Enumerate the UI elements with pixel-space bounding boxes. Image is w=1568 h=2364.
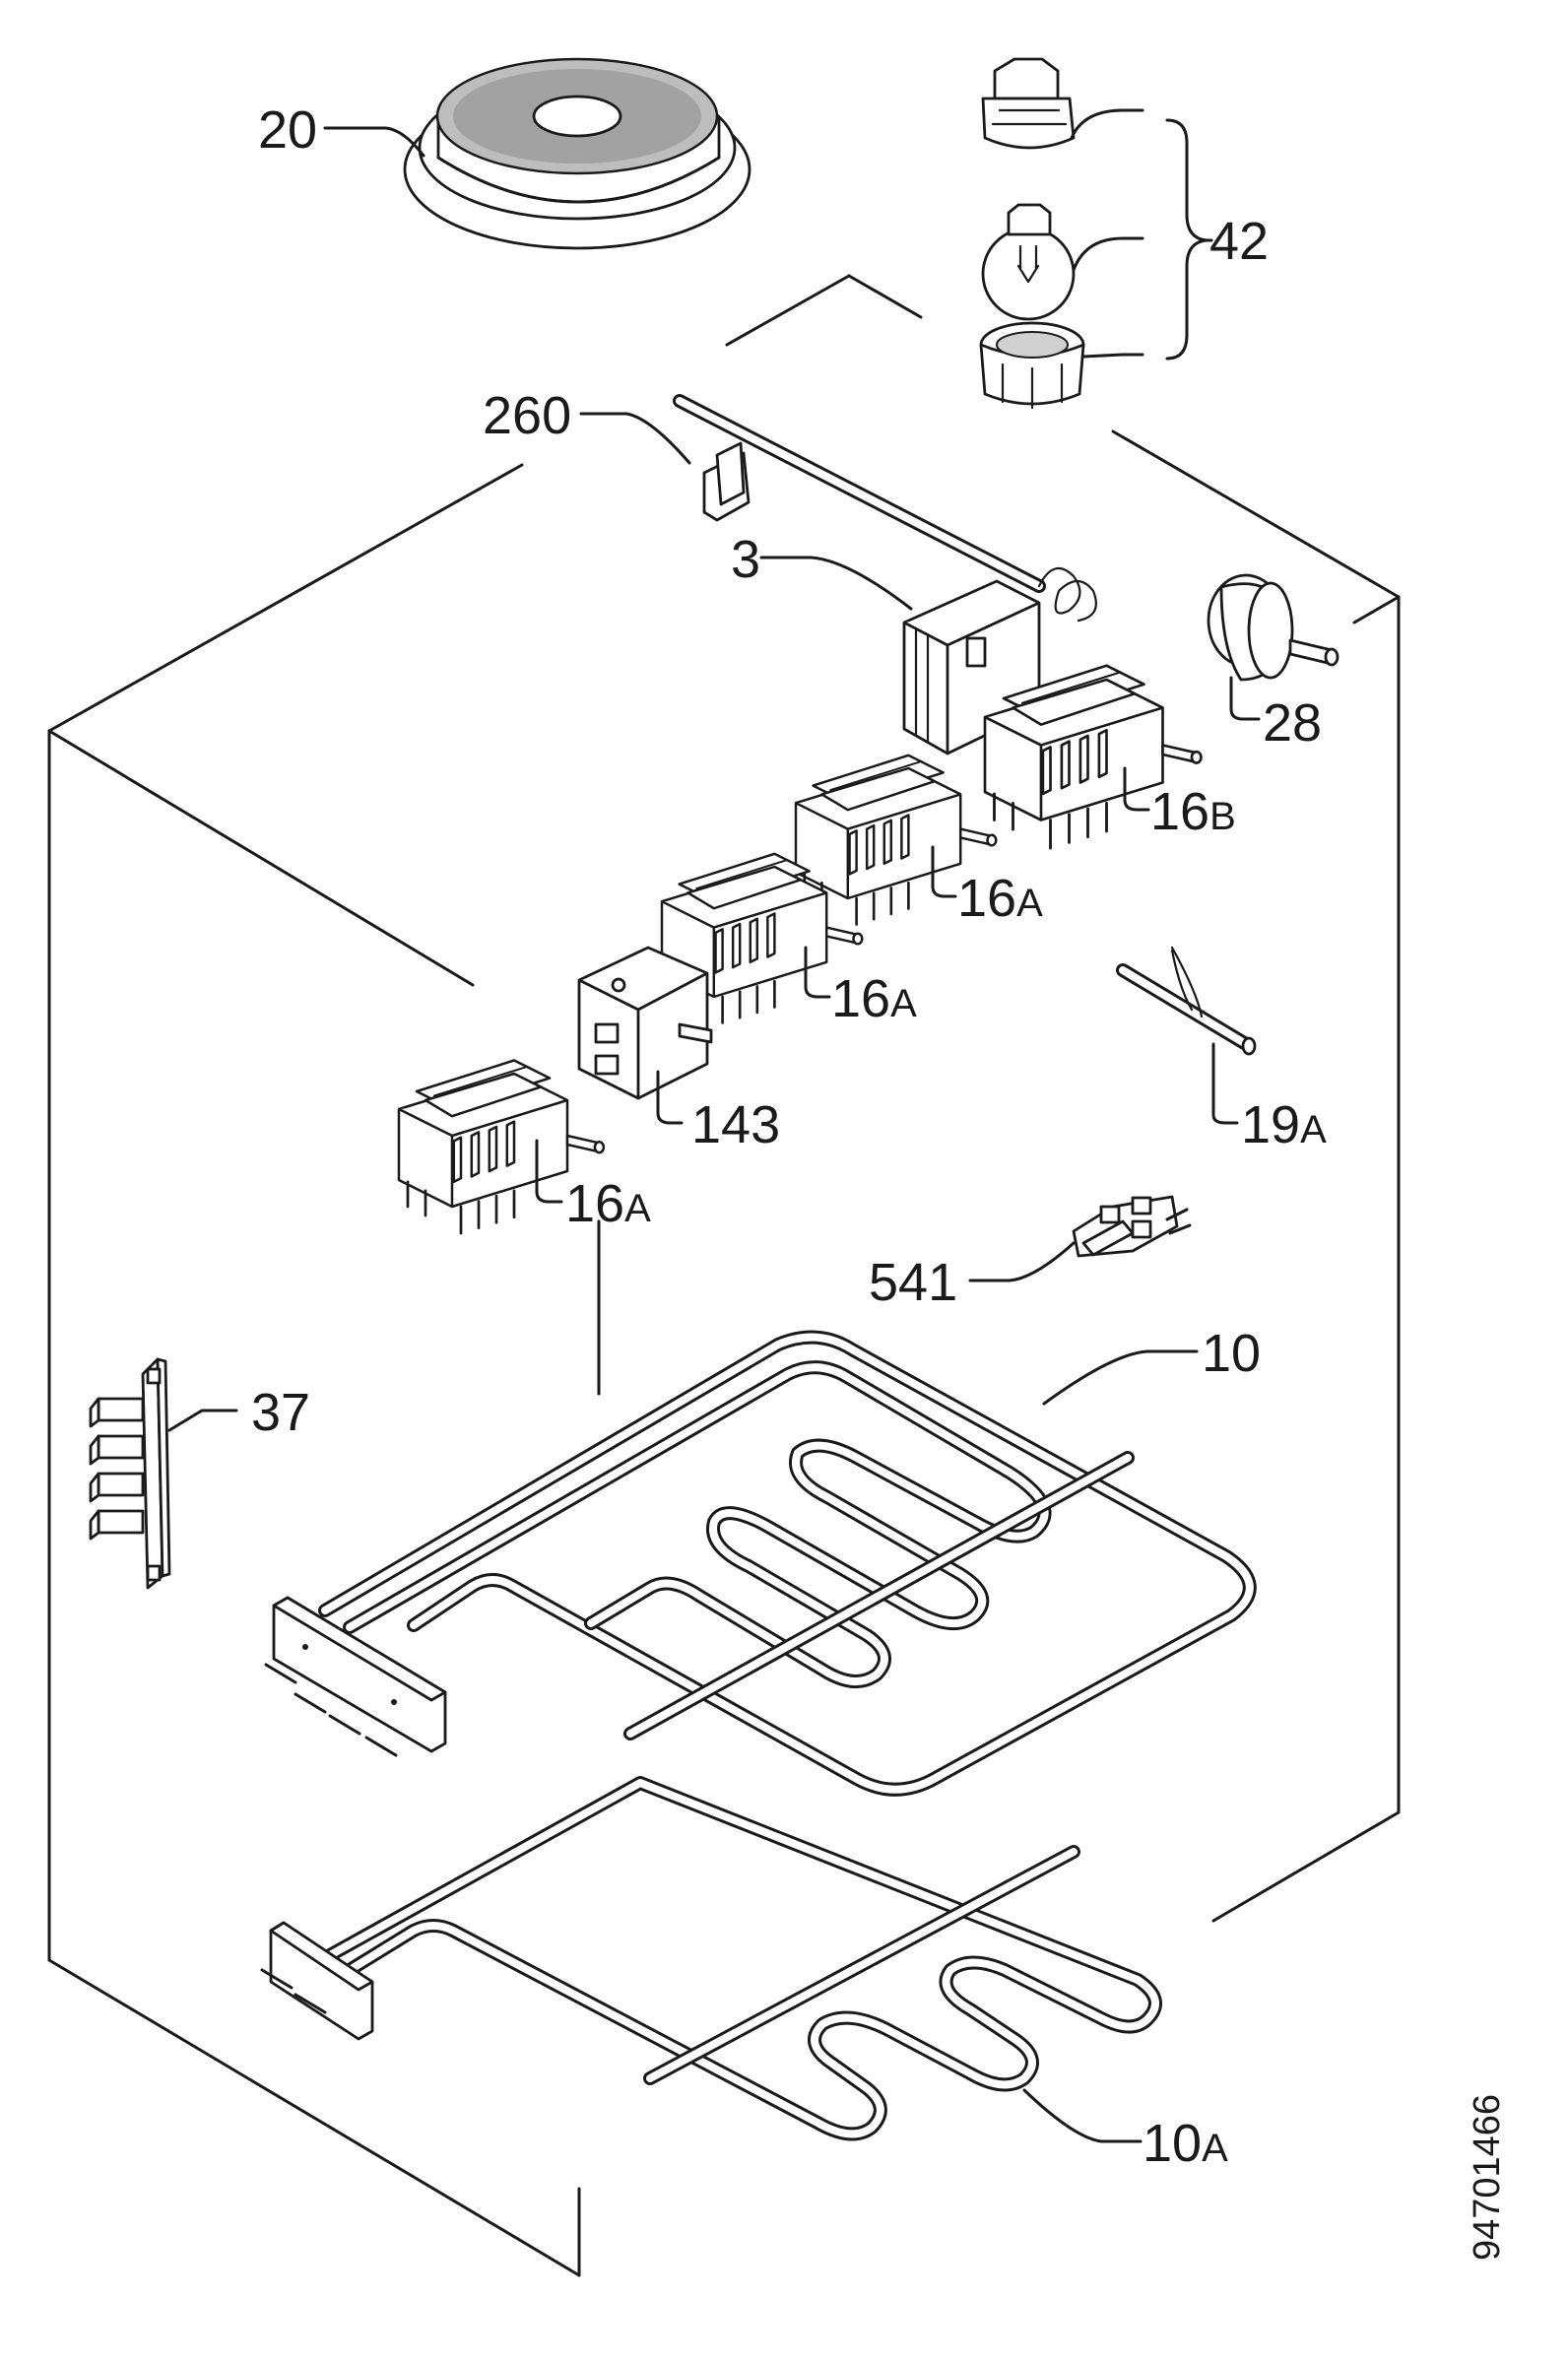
label-20: 20	[258, 100, 317, 160]
group-brace	[1165, 118, 1209, 361]
label-16b: 16B	[1150, 782, 1236, 841]
terminal-connector	[1072, 1195, 1192, 1258]
label-37: 37	[251, 1383, 310, 1442]
temperature-sensor	[1116, 946, 1257, 1056]
lamp-assembly-leaders	[1070, 108, 1213, 361]
document-number: 94701466	[1467, 2094, 1508, 2261]
leader-lines	[167, 126, 1261, 2143]
label-10a: 10A	[1143, 2114, 1228, 2173]
label-260: 260	[483, 386, 571, 445]
part-labels: 20 42 260 3 28 16B 16A 16A 143 19A 16A 5…	[251, 100, 1327, 2173]
label-143: 143	[691, 1095, 780, 1154]
bottom-heating-element	[260, 1776, 1162, 2141]
grill-heating-element	[264, 1330, 1257, 1797]
terminal-block	[89, 1357, 171, 1590]
label-541: 541	[869, 1253, 957, 1312]
label-16a-3: 16A	[565, 1174, 651, 1233]
cabinet-outline	[47, 274, 1401, 2277]
label-3: 3	[731, 530, 760, 589]
label-16a-1: 16A	[957, 869, 1043, 928]
oven-lamp-assembly	[979, 57, 1085, 410]
label-16a-2: 16A	[831, 969, 917, 1028]
switch-block-143	[577, 946, 713, 1100]
knob-part	[1207, 573, 1339, 682]
label-28: 28	[1263, 693, 1322, 753]
label-10: 10	[1202, 1324, 1261, 1383]
label-19a: 19A	[1241, 1095, 1327, 1154]
label-42: 42	[1209, 212, 1269, 271]
probe-clip-part	[702, 441, 751, 522]
hotplate-part	[403, 57, 751, 250]
